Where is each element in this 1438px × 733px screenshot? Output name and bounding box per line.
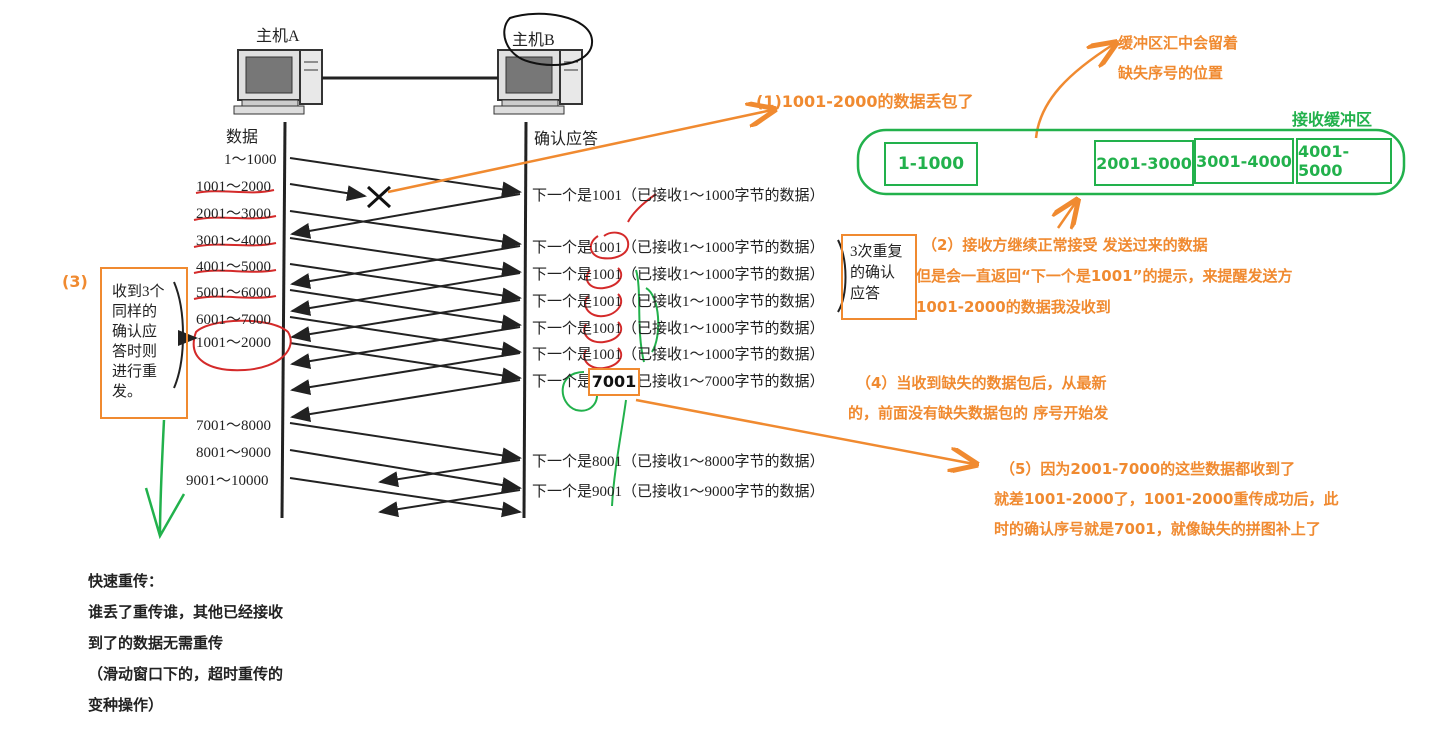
receive-buffer-title: 接收缓冲区	[1292, 110, 1373, 129]
green-arrow-down	[144, 419, 186, 540]
host-b-label: 主机B	[512, 32, 555, 49]
buffer-note-line2: 缺失序号的位置	[1118, 64, 1224, 82]
green-scribble-marks	[561, 269, 660, 507]
ack-label: 下一个是9001（已接收1～9000字节的数据）	[532, 484, 825, 500]
orange-arrows	[387, 44, 1114, 464]
seq-label: 3001～4000	[196, 233, 272, 249]
seq-label: 7001～8000	[196, 418, 272, 434]
seq-label: 4001～5000	[196, 259, 272, 275]
buffer-cell: 4001-5000	[1296, 138, 1392, 184]
annotation-4-line2: 的，前面没有缺失数据包的 序号开始发	[848, 404, 1109, 422]
seq-label: 6001～7000	[196, 312, 272, 328]
packet-lost-x-icon	[366, 185, 392, 209]
data-arrows	[289, 157, 522, 518]
ack-label: 下一个是1001（已接收1～1000字节的数据）	[532, 240, 825, 256]
host-b-circle-mark	[503, 12, 594, 66]
seq-label: 1001～2000	[196, 335, 272, 351]
computer-a-icon	[233, 49, 323, 115]
dup-ack-note-text: 3次重复 的确认 应答	[850, 244, 903, 302]
annotation-1: (1)1001-2000的数据丢包了	[756, 92, 974, 111]
buffer-cell: 2001-3000	[1094, 140, 1194, 186]
buffer-note-line1: 缓冲区汇中会留着	[1118, 34, 1239, 52]
ack-label: 下一个是1001（已接收1～1000字节的数据）	[532, 294, 825, 310]
red-underline-marks	[193, 189, 277, 300]
receive-buffer-outline	[856, 128, 1406, 196]
annotation-4-line1: （4）当收到缺失的数据包后，从最新	[856, 374, 1107, 392]
seq-label: 5001～6000	[196, 285, 272, 301]
seq-label: 1001～2000	[196, 179, 272, 195]
dup-ack-note-box	[841, 234, 917, 320]
seq-label: 1～1000	[224, 152, 277, 168]
annotation-5-line2: 就差1001-2000了，1001-2000重传成功后，此	[994, 490, 1339, 508]
timeline-b	[522, 121, 528, 519]
annotation-5-line1: （5）因为2001-7000的这些数据都收到了	[1000, 460, 1296, 478]
red-scribble-marks	[583, 193, 657, 370]
fast-retransmit-title: 快速重传：	[88, 572, 164, 590]
seq-label: 8001～9000	[196, 445, 272, 461]
ack-7001-text: 7001	[591, 372, 637, 391]
dup-ack-bracket	[837, 239, 847, 313]
ack-7001-highlight: 7001	[588, 368, 640, 396]
computer-b-icon	[493, 49, 583, 115]
seq-label: 9001～10000	[186, 473, 269, 489]
left-note-tag: (3)	[62, 272, 88, 291]
annotation-2-line1: （2）接收方继续正常接受 发送过来的数据	[922, 236, 1208, 254]
host-a-label: 主机A	[256, 28, 300, 45]
ack-label: 下一个是7001（已接收1～7000字节的数据）	[532, 374, 825, 390]
ack-label: 下一个是1001（已接收1～1000字节的数据）	[532, 321, 825, 337]
seq-label: 2001～3000	[196, 206, 272, 222]
ack-label: 下一个是8001（已接收1～8000字节的数据）	[532, 454, 825, 470]
left-note-text: 收到3个 同样的 确认应 答时则 进行重 发。	[112, 284, 165, 400]
data-column-header: 数据	[226, 129, 259, 146]
ack-label: 下一个是1001（已接收1～1000字节的数据）	[532, 347, 825, 363]
buffer-cell: 1-1000	[884, 142, 978, 186]
buffer-cell: 3001-4000	[1194, 138, 1294, 184]
red-circle-retransmit	[192, 319, 292, 372]
ack-label: 下一个是1001（已接收1～1000字节的数据）	[532, 188, 825, 204]
annotation-2-line3: 1001-2000的数据我没收到	[916, 298, 1111, 316]
fast-retransmit-note: 快速重传： 谁丢了重传谁，其他已经接收 到了的数据无需重传 （滑动窗口下的，超时…	[88, 566, 283, 721]
left-note-box	[100, 267, 188, 419]
annotation-5-line3: 时的确认序号就是7001，就像缺失的拼图补上了	[994, 520, 1321, 538]
ack-arrows	[290, 193, 521, 518]
ack-column-header: 确认应答	[534, 131, 599, 148]
annotation-2-line2: 但是会一直返回“下一个是1001”的提示，来提醒发送方	[916, 267, 1293, 285]
ack-label: 下一个是1001（已接收1～1000字节的数据）	[532, 267, 825, 283]
timeline-a	[280, 121, 287, 519]
